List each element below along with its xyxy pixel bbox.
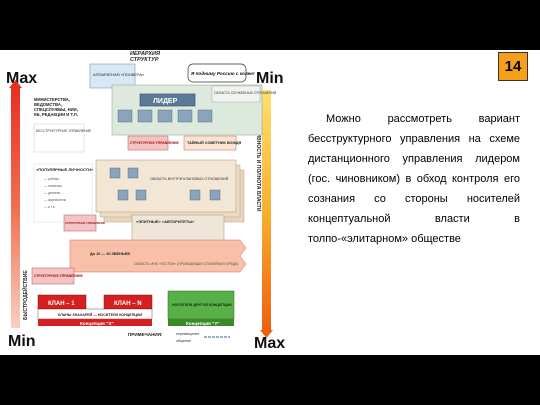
svg-text:— журналисты: — журналисты <box>44 198 67 202</box>
right-axis-label: ЭФФЕКТИВНОСТЬ И ПОЛНОТА ВЛАСТИ <box>255 112 261 212</box>
slide-body-text: Можно рассмотреть вариант бесструктурног… <box>308 109 520 249</box>
left-arrow-head <box>9 80 22 88</box>
concept-y-box <box>168 319 234 326</box>
concept-x-label: Концепция "Х" <box>80 321 114 326</box>
note-text-2: общение <box>176 339 191 343</box>
struct-mgmt-label: СТРУКТУРНОЕ УПРАВЛЕНИЕ <box>130 141 179 145</box>
app-box <box>89 63 136 89</box>
clan-nodes <box>109 167 221 201</box>
levels-label: До 10 — 20 ЗВЕНЬЕВ <box>90 252 130 256</box>
app-box-label: АППАРАТНАЯ «ПОЧВЕРА» <box>93 72 145 77</box>
concept-x-box <box>38 319 152 326</box>
left-min-label: Min <box>8 333 36 350</box>
carriers-label: НОСИТЕЛИ ДРУГОЙ КОНЦЕПЦИИ <box>172 303 232 307</box>
slide: Max Min Min Max БЫСТРОДЕЙСТВИЕ ЭФФЕКТИВН… <box>0 50 540 355</box>
struct-mgmt-box-3 <box>31 267 75 285</box>
slide-number-badge: 14 <box>498 52 528 81</box>
authorities-label: «ЭЛИТНЫЕ» «АВТОРИТЕТЫ» <box>136 219 195 224</box>
struct-mgmt-box-2 <box>63 214 97 232</box>
mass-region-label: ОБЛАСТЬ ИНЕ «ГОСТОЛ» (ПРОВОДЯЩАЯ СТИХИЙН… <box>134 262 238 266</box>
left-axis-label: БЫСТРОДЕЙСТВИЕ <box>21 270 29 320</box>
concept-y-label: Концепция "Y" <box>186 321 220 326</box>
svg-text:— деятели: — деятели <box>44 191 60 195</box>
svg-text:— и т.п.: — и т.п. <box>44 205 55 209</box>
speech-bubble-text: Я подниму Россию с колен! <box>190 71 255 76</box>
popular-box <box>33 163 93 223</box>
clans-caption: КЛАНЫ ЗНАХАРЕЙ — НОСИТЕЛИ КОНЦЕПЦИИ <box>58 313 142 317</box>
region-box-label: ОБЛАСТЬ СЛУЖЕБНЫХ ОТНОШЕНИЙ <box>214 91 277 95</box>
right-arrow-head <box>260 330 273 338</box>
structless-label: БЕССТРУКТУРНОЕ УПРАВЛЕНИЕ <box>36 129 92 133</box>
ministries-label: МИНИСТЕРСТВА, ВЕДОМСТВА, СПЕЦСЛУЖБЫ, НИИ… <box>34 97 79 117</box>
structless-box <box>33 123 85 153</box>
region-box <box>211 85 261 103</box>
speech-bubble <box>187 63 247 83</box>
hierarchy-title-2: СТРУКТУР <box>130 57 159 63</box>
inner-relations-label: ОБЛАСТЬ ВНУТРИ КЛАНОВЫХ ОТНОШЕНИЙ <box>150 177 229 181</box>
right-power-bar <box>262 90 271 330</box>
advisor-box <box>183 135 237 151</box>
svg-text:— политики,: — политики, <box>44 184 63 188</box>
note-text: перемещение <box>176 332 199 336</box>
control-diagram: Max Min Min Max БЫСТРОДЕЙСТВИЕ ЭФФЕКТИВН… <box>6 51 285 352</box>
svg-text:— учёные,: — учёные, <box>44 177 60 181</box>
struct-mgmt-label-3: СТРУКТУРНОЕ УПРАВЛЕНИЕ <box>34 274 83 278</box>
leader-block <box>139 93 196 107</box>
right-min-label: Min <box>256 70 284 87</box>
slide-paragraph: Можно рассмотреть вариант бесструктурног… <box>308 113 520 245</box>
clan-1-label: КЛАН – 1 <box>48 301 75 307</box>
advisor-label: ТАЙНЫЙ СОВЕТНИК ВОЖДЯ <box>187 141 242 145</box>
carriers-box <box>167 290 235 320</box>
note-label: ПРИМЕЧАНИЯ: <box>128 332 163 337</box>
hierarchy-title: ИЕРАРХИЯ <box>130 51 161 57</box>
left-max-label: Max <box>6 70 37 87</box>
clan-n-label: КЛАН – N <box>114 301 142 307</box>
left-speed-bar <box>11 88 20 328</box>
struct-mgmt-box <box>127 135 169 151</box>
popular-list: — учёные, — политики, — деятели — журналис… <box>44 177 67 209</box>
leader-label: ЛИДЕР <box>153 98 178 105</box>
leader-row <box>117 109 213 123</box>
right-max-label: Max <box>254 335 285 352</box>
authorities-box <box>131 214 225 244</box>
struct-mgmt-label-2: СТРУКТУРНОЕ УПРАВЛЕНИЕ <box>65 221 105 225</box>
popular-label: «ПОПУЛЯРНЫЕ ЛИЧНОСТИ» <box>36 167 94 172</box>
mass-region <box>69 239 247 273</box>
